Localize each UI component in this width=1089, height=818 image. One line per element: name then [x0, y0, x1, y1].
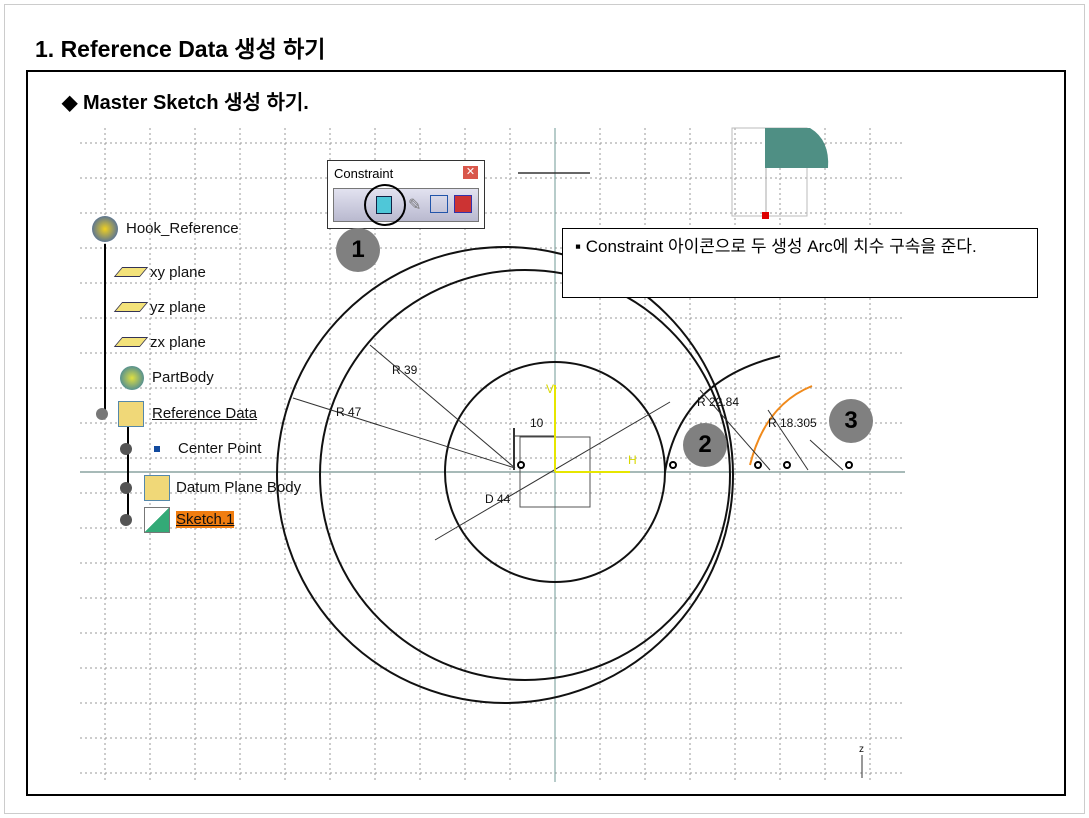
tree-root[interactable]: Hook_Reference — [92, 216, 239, 242]
preview-shape — [765, 128, 829, 168]
step-badge-1: 1 — [336, 228, 380, 272]
arc-r18 — [749, 385, 813, 466]
dim-r47[interactable]: R 47 — [336, 405, 362, 419]
close-icon[interactable]: ✕ — [463, 166, 478, 179]
dim-r18[interactable]: R 18.305 — [768, 416, 817, 430]
geoset-icon — [144, 475, 170, 501]
anchor-icon[interactable]: ✎ — [408, 197, 422, 214]
step-badge-2: 2 — [683, 423, 727, 467]
plane-icon — [113, 267, 149, 277]
expand-icon[interactable] — [120, 443, 132, 456]
tree-item-zx-plane[interactable]: zx plane — [113, 334, 206, 351]
product-icon — [92, 216, 118, 242]
tree-item-datum-plane-body[interactable]: Datum Plane Body — [120, 475, 301, 501]
tree-line — [104, 244, 106, 412]
tree-item-reference-data[interactable]: Reference Data — [96, 401, 257, 427]
highlight-circle — [364, 184, 406, 226]
point-icon — [154, 446, 160, 453]
dim-r39[interactable]: R 39 — [392, 363, 418, 377]
tree-item-xy-plane[interactable]: xy plane — [113, 264, 206, 281]
sketch-axes — [554, 385, 630, 473]
animate-constraint-icon[interactable] — [454, 195, 472, 213]
content-box — [26, 70, 1066, 796]
step-badge-3: 3 — [829, 399, 873, 443]
z-axis-label: z — [859, 744, 864, 755]
tree-item-partbody[interactable]: PartBody — [120, 366, 214, 390]
toolbar-buttons: ✎ — [333, 188, 479, 222]
slide-frame — [4, 4, 1085, 814]
tree-item-yz-plane[interactable]: yz plane — [113, 299, 206, 316]
grid — [80, 128, 905, 782]
partbody-icon — [120, 366, 144, 390]
expand-icon[interactable] — [120, 514, 132, 526]
page-title: 1. Reference Data 생성 하기 — [35, 36, 326, 62]
arc-r22 — [664, 355, 781, 473]
expand-icon[interactable] — [120, 482, 132, 494]
dim-10[interactable]: 10 — [530, 416, 544, 430]
plane-icon — [113, 302, 149, 312]
tree-item-sketch[interactable]: Sketch.1 — [120, 507, 235, 533]
collapse-icon[interactable] — [96, 408, 108, 420]
origin-marker — [762, 212, 769, 219]
toolbar-title: Constraint — [334, 166, 394, 181]
dim-r22[interactable]: R 22.84 — [697, 395, 740, 409]
auto-constraint-icon[interactable] — [430, 195, 448, 213]
v-axis-label: V — [546, 382, 555, 396]
h-axis-label: H — [628, 453, 637, 467]
tree-line — [127, 420, 129, 516]
middle-circle — [319, 269, 731, 681]
section-subtitle: ◆ Master Sketch 생성 하기. — [62, 92, 309, 114]
constraint-toolbar[interactable]: Constraint ✕ ✎ — [327, 160, 485, 229]
geoset-icon — [118, 401, 144, 427]
sketch-icon — [144, 507, 170, 533]
dim-d44[interactable]: D 44 — [485, 492, 511, 506]
outer-circle — [276, 246, 734, 704]
plane-icon — [113, 337, 149, 347]
instruction-note: ▪ Constraint 아이콘으로 두 생성 Arc에 치수 구속을 준다. — [562, 228, 1038, 298]
tree-item-center-point[interactable]: Center Point — [120, 440, 261, 457]
